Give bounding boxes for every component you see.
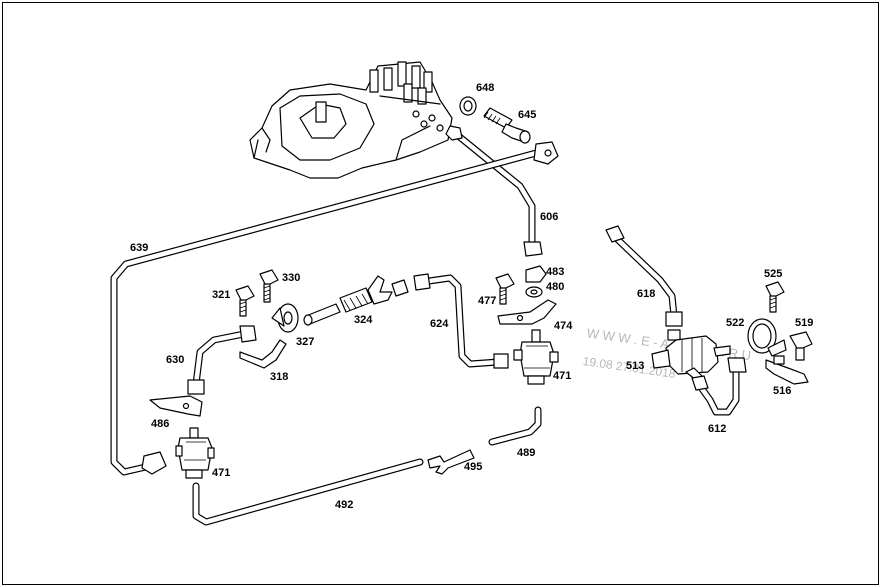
label-495: 495 — [464, 461, 482, 473]
hose-492 — [192, 458, 424, 526]
label-648: 648 — [476, 82, 494, 94]
label-612: 612 — [708, 423, 726, 435]
fuel-line-612 — [691, 357, 747, 416]
pressure-regulator-471-left — [175, 427, 215, 479]
bracket-516 — [765, 355, 809, 385]
bolt-477 — [495, 273, 515, 305]
label-471-left: 471 — [212, 467, 230, 479]
label-477: 477 — [478, 295, 496, 307]
label-489: 489 — [517, 447, 535, 459]
fuel-line-324 — [303, 275, 409, 326]
nut-483 — [525, 265, 547, 283]
bolt-519 — [789, 331, 813, 361]
label-483: 483 — [546, 266, 564, 278]
label-327: 327 — [296, 336, 314, 348]
bolt-321 — [235, 285, 255, 317]
label-522: 522 — [726, 317, 744, 329]
fuel-line-630 — [187, 325, 257, 395]
label-318: 318 — [270, 371, 288, 383]
label-639: 639 — [130, 242, 148, 254]
label-321: 321 — [212, 289, 230, 301]
label-474: 474 — [554, 320, 573, 332]
label-519: 519 — [795, 317, 813, 329]
label-525: 525 — [764, 268, 782, 280]
bolt-330 — [259, 269, 279, 303]
y-piece-495 — [427, 449, 475, 475]
fuel-line-639 — [110, 141, 559, 476]
label-480: 480 — [546, 281, 564, 293]
label-513: 513 — [626, 360, 644, 372]
part-labels: 648 645 606 639 483 480 477 474 321 330 … — [130, 82, 813, 511]
hose-489 — [488, 406, 542, 446]
bracket-474 — [497, 299, 557, 325]
bolt-525 — [765, 281, 785, 313]
label-486: 486 — [151, 418, 169, 430]
label-645: 645 — [518, 109, 536, 121]
pressure-regulator-471-center — [513, 329, 559, 385]
engine-housing — [249, 61, 453, 179]
fuel-line-618 — [605, 225, 683, 327]
label-606: 606 — [540, 211, 558, 223]
clamp-327 — [271, 303, 299, 333]
label-630: 630 — [166, 354, 184, 366]
seal-ring-648 — [459, 96, 477, 116]
label-330: 330 — [282, 272, 300, 284]
bracket-486 — [149, 395, 203, 417]
label-471-center: 471 — [553, 370, 571, 382]
label-624: 624 — [430, 318, 449, 330]
label-618: 618 — [637, 288, 655, 300]
bracket-318 — [239, 339, 287, 369]
fuel-line-624 — [413, 273, 509, 369]
label-324: 324 — [354, 314, 373, 326]
union-fitting-645 — [483, 107, 531, 144]
label-492: 492 — [335, 499, 353, 511]
label-516: 516 — [773, 385, 791, 397]
fuel-line-606 — [445, 125, 543, 257]
strap-clamp-522 — [747, 318, 787, 357]
washer-480 — [525, 286, 543, 298]
